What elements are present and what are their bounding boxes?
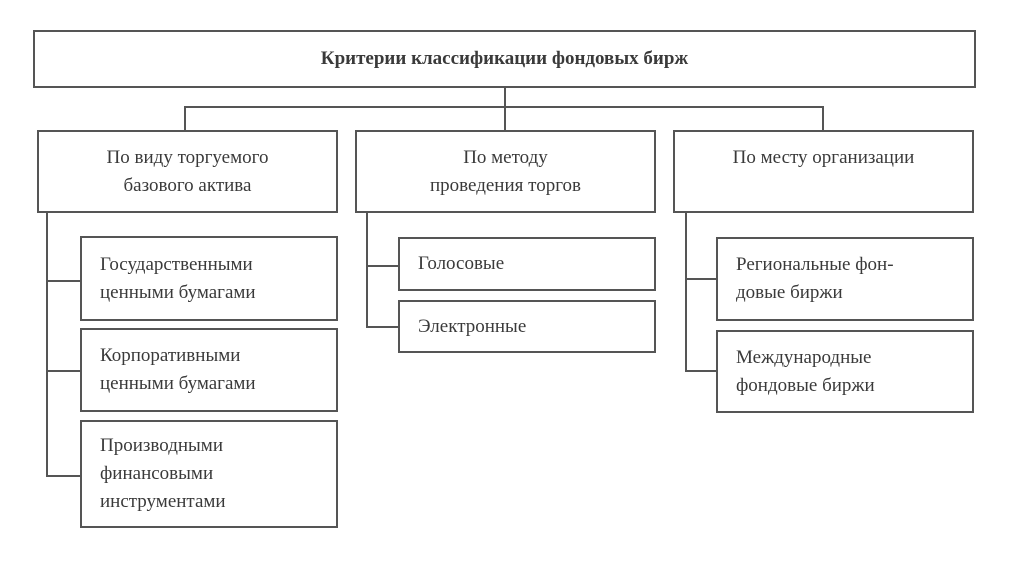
connector-line — [685, 212, 687, 372]
connector-line — [504, 87, 506, 107]
category-label: базового актива — [123, 175, 252, 196]
connector-line — [46, 212, 48, 477]
category-label: проведения торгов — [430, 175, 581, 196]
connector-line — [46, 370, 81, 372]
connector-line — [366, 326, 399, 328]
category-box-method: По методу проведения торгов — [355, 130, 656, 213]
connector-line — [46, 280, 81, 282]
category-label: По виду торгуемого — [106, 147, 269, 168]
connector-line — [685, 370, 717, 372]
item-label: довые биржи — [736, 282, 843, 303]
diagram-title-box: Критерии классификации фондовых бирж — [33, 30, 976, 88]
connector-line — [822, 106, 824, 131]
connector-line — [184, 106, 186, 131]
connector-line — [366, 265, 399, 267]
item-label: Государственными — [100, 253, 253, 275]
category-box-asset: По виду торгуемого базового актива — [37, 130, 338, 213]
category-box-location: По месту организации — [673, 130, 974, 213]
item-box: Региональные фон- довые биржи — [716, 237, 974, 321]
connector-line — [685, 278, 717, 280]
connector-line — [46, 475, 81, 477]
item-label: Электронные — [418, 315, 527, 337]
item-box: Производными финансовыми инструментами — [80, 420, 338, 528]
item-box: Международные фондовые биржи — [716, 330, 974, 413]
item-label: ценными бумагами — [100, 281, 256, 303]
category-label: По месту организации — [732, 147, 915, 168]
diagram-title: Критерии классификации фондовых бирж — [320, 48, 689, 69]
item-label: финансовыми — [100, 463, 214, 484]
item-label: Международные — [736, 346, 872, 368]
item-box: Электронные — [398, 300, 656, 353]
item-box: Корпоративными ценными бумагами — [80, 328, 338, 412]
category-label: По методу — [463, 147, 548, 168]
item-label: Голосовые — [418, 253, 505, 274]
item-label: инструментами — [100, 491, 226, 512]
item-box: Голосовые — [398, 237, 656, 291]
item-label: ценными бумагами — [100, 373, 256, 394]
item-box: Государственными ценными бумагами — [80, 236, 338, 321]
item-label: фондовые биржи — [736, 374, 875, 396]
item-label: Производными — [100, 435, 223, 456]
connector-line — [366, 212, 368, 328]
connector-line — [504, 106, 506, 131]
item-label: Корпоративными — [100, 345, 241, 366]
item-label: Региональные фон- — [736, 254, 894, 275]
